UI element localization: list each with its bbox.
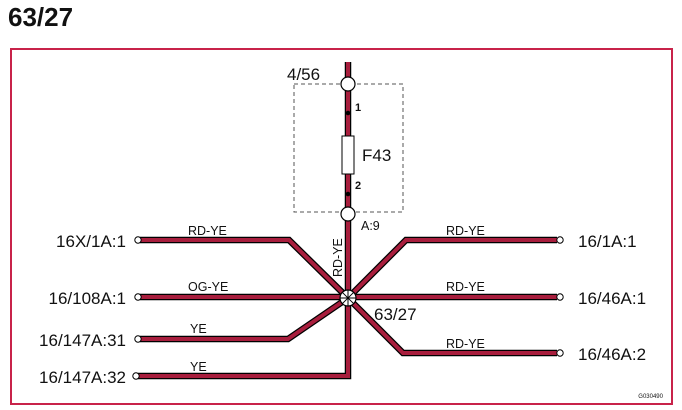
wire-right-3 (346, 296, 557, 355)
left-label-1: 16X/1A:1 (56, 232, 126, 251)
connector-a9-label: A:9 (361, 219, 380, 233)
junction-node (339, 289, 357, 307)
left-wire-label-1: RD-YE (188, 224, 227, 238)
right-label-3: 16/46A:2 (578, 345, 646, 364)
junction-label: 63/27 (374, 305, 417, 324)
right-label-2: 16/46A:1 (578, 289, 646, 308)
top-connector-label: 4/56 (287, 65, 320, 84)
diagram-frame (10, 48, 673, 405)
terminal-left-1 (134, 236, 142, 244)
wire-left-1 (140, 238, 350, 300)
right-wire-label-3: RD-YE (446, 337, 485, 351)
component-name-label: F43 (362, 146, 391, 165)
left-wire-label-4: YE (190, 360, 207, 374)
terminal-left-4 (132, 372, 140, 380)
wire-left-4 (138, 298, 350, 378)
terminal-right-3 (556, 349, 564, 357)
left-wire-label-2: OG-YE (188, 280, 228, 294)
page-title: 63/27 (8, 2, 74, 32)
figure-code: G030490 (638, 394, 663, 400)
pin-1-dot (345, 110, 351, 116)
right-label-1: 16/1A:1 (578, 232, 637, 251)
terminal-left-2 (134, 293, 142, 301)
right-wire-label-1: RD-YE (446, 224, 485, 238)
wire-right-1 (346, 238, 557, 300)
pin-1-label: 1 (355, 102, 361, 114)
connector-a9 (340, 206, 356, 222)
left-label-2: 16/108A:1 (48, 289, 126, 308)
terminal-right-1 (556, 236, 564, 244)
pin-2-dot (345, 191, 351, 197)
pin-2-label: 2 (355, 180, 361, 192)
right-wire-label-2: RD-YE (446, 280, 485, 294)
left-label-3: 16/147A:31 (39, 331, 126, 350)
terminal-left-3 (134, 335, 142, 343)
connector-top (340, 76, 356, 92)
terminal-right-2 (556, 293, 564, 301)
wire-fills (138, 62, 557, 378)
vertical-wire-label: RD-YE (331, 238, 345, 277)
component-box (293, 83, 404, 213)
left-wire-label-3: YE (190, 322, 207, 336)
wire-left-3 (140, 296, 350, 341)
left-label-4: 16/147A:32 (39, 368, 126, 387)
fuse-f43 (341, 135, 355, 175)
